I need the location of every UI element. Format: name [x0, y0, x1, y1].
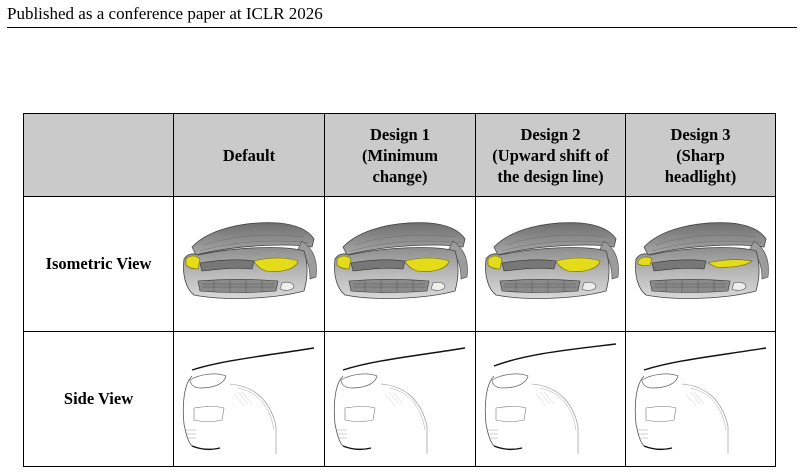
car-isometric-image: [325, 199, 475, 329]
iso-cell-default: [173, 196, 325, 332]
header-line: Design 2: [520, 124, 581, 144]
car-isometric-image: [626, 199, 776, 329]
car-side-image: [325, 334, 475, 464]
header-line: headlight): [664, 166, 737, 186]
header-line: Design 1: [369, 124, 431, 144]
header-cell-default: Default: [173, 113, 325, 197]
header-cell-design-2: Design 2 (Upward shift of the design lin…: [475, 113, 626, 197]
header-line: (Upward shift of: [492, 145, 609, 165]
side-cell-design-1: [324, 331, 476, 467]
header-line: change): [372, 166, 428, 186]
header-line: the design line): [497, 166, 604, 186]
header-line: Default: [222, 145, 276, 165]
row-label-side: Side View: [23, 331, 174, 467]
car-isometric-image: [476, 199, 626, 329]
table-row-isometric: Isometric View: [23, 196, 776, 332]
side-cell-design-2: [475, 331, 626, 467]
header-cell-design-3: Design 3 (Sharp headlight): [625, 113, 776, 197]
header-line: (Minimum: [361, 145, 439, 165]
iso-cell-design-1: [324, 196, 476, 332]
header-line: Design 3: [670, 124, 731, 144]
car-isometric-image: [174, 199, 324, 329]
header-cell-design-1: Design 1 (Minimum change): [324, 113, 476, 197]
side-cell-design-3: [625, 331, 776, 467]
header-rule: [7, 27, 797, 28]
header-line: (Sharp: [676, 145, 725, 165]
table-row-side: Side View: [23, 331, 776, 467]
car-side-image: [626, 334, 776, 464]
car-side-image: [174, 334, 324, 464]
car-side-image: [476, 334, 626, 464]
side-cell-default: [173, 331, 325, 467]
iso-cell-design-3: [625, 196, 776, 332]
table-header-row: Default Design 1 (Minimum change) Design…: [23, 113, 776, 197]
header-cell-empty: [23, 113, 174, 197]
iso-cell-design-2: [475, 196, 626, 332]
row-label-isometric: Isometric View: [23, 196, 174, 332]
design-comparison-table: Default Design 1 (Minimum change) Design…: [23, 113, 776, 467]
page-header: Published as a conference paper at ICLR …: [7, 4, 323, 23]
